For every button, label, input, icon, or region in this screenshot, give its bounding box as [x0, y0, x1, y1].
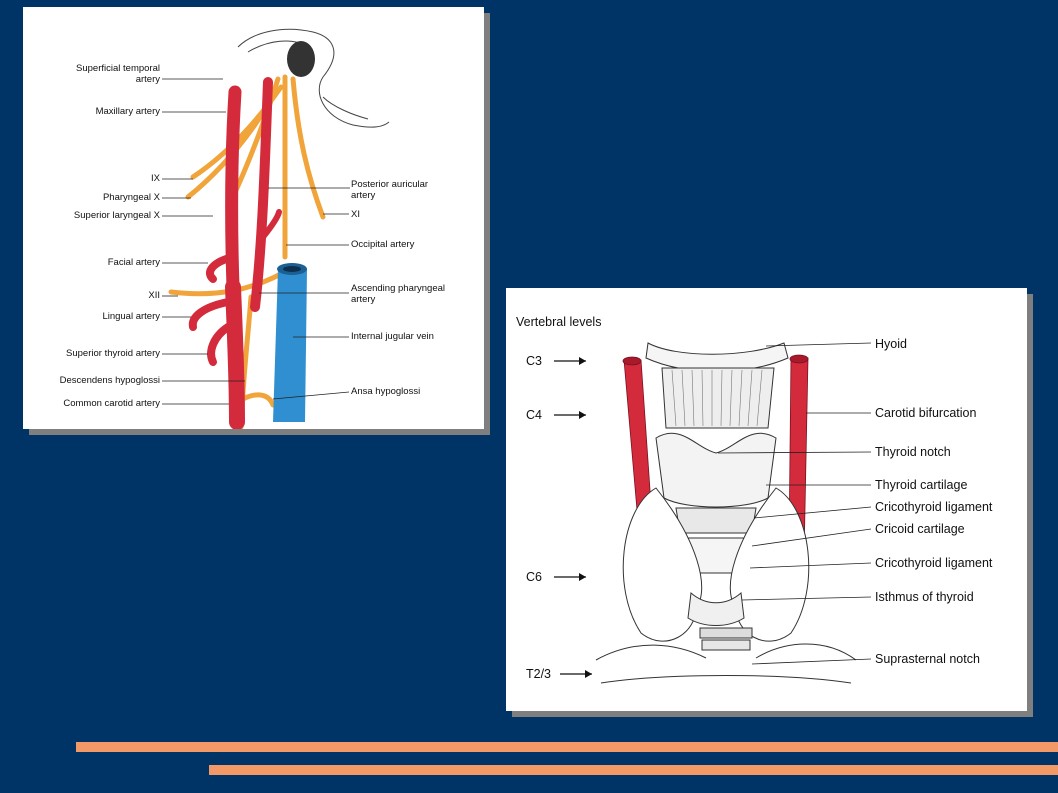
label-xi: XI: [351, 209, 360, 220]
label-suprasternal-notch: Suprasternal notch: [875, 652, 980, 666]
arteries: [188, 77, 282, 429]
larynx-levels-diagram: Vertebral levels C3 C4 C6 T2/3: [516, 315, 993, 684]
label-cricothyroid-ligament-1: Cricothyroid ligament: [875, 500, 993, 514]
label-facial-artery: Facial artery: [108, 257, 161, 268]
ear-canal-shape: [287, 41, 315, 77]
label-descendens-hypoglossi: Descendens hypoglossi: [60, 375, 160, 386]
label-occipital-artery: Occipital artery: [351, 239, 415, 250]
label-cricoid-cartilage: Cricoid cartilage: [875, 522, 965, 536]
label-common-carotid-artery: Common carotid artery: [63, 398, 160, 409]
label-artery-1: artery: [136, 74, 161, 85]
label-internal-jugular-vein: Internal jugular vein: [351, 331, 434, 342]
label-hyoid: Hyoid: [875, 337, 907, 351]
accent-bar-bottom: [209, 765, 1058, 775]
label-maxillary-artery: Maxillary artery: [96, 106, 161, 117]
vertebral-level-markers: C3 C4 C6 T2/3: [526, 354, 592, 681]
label-pharyngeal-x: Pharyngeal X: [103, 192, 161, 203]
label-lingual-artery: Lingual artery: [102, 311, 160, 322]
level-t2-3: T2/3: [526, 667, 551, 681]
label-superficial-temporal: Superficial temporal: [76, 63, 160, 74]
label-artery-3: artery: [351, 294, 376, 305]
accent-bar-top: [76, 742, 1058, 752]
label-posterior-auricular: Posterior auricular: [351, 179, 428, 190]
label-cricothyroid-ligament-2: Cricothyroid ligament: [875, 556, 993, 570]
internal-jugular-vein: [273, 263, 307, 422]
left-labels: Superficial temporal artery Maxillary ar…: [60, 63, 245, 409]
label-superior-laryngeal-x: Superior laryngeal X: [74, 210, 161, 221]
neck-vessels-diagram: Superficial temporal artery Maxillary ar…: [60, 28, 445, 429]
larynx-structures: [595, 342, 857, 684]
label-carotid-bifurcation: Carotid bifurcation: [875, 406, 976, 420]
label-thyroid-cartilage: Thyroid cartilage: [875, 478, 967, 492]
label-ascending-pharyngeal: Ascending pharyngeal: [351, 283, 445, 294]
vertebral-levels-heading: Vertebral levels: [516, 315, 601, 329]
label-thyroid-notch: Thyroid notch: [875, 445, 951, 459]
label-ix: IX: [151, 173, 161, 184]
neck-vessels-diagram-panel: Superficial temporal artery Maxillary ar…: [23, 7, 484, 429]
larynx-levels-diagram-panel: Vertebral levels C3 C4 C6 T2/3: [506, 288, 1027, 711]
level-c6: C6: [526, 570, 542, 584]
label-artery-2: artery: [351, 190, 376, 201]
level-c3: C3: [526, 354, 542, 368]
label-isthmus-of-thyroid: Isthmus of thyroid: [875, 590, 974, 604]
larynx-labels: Hyoid Carotid bifurcation Thyroid notch …: [717, 337, 993, 666]
label-ansa-hypoglossi: Ansa hypoglossi: [351, 386, 420, 397]
right-labels: Posterior auricular artery XI Occipital …: [259, 179, 445, 400]
label-superior-thyroid-artery: Superior thyroid artery: [66, 348, 160, 359]
level-c4: C4: [526, 408, 542, 422]
label-xii: XII: [148, 290, 160, 301]
